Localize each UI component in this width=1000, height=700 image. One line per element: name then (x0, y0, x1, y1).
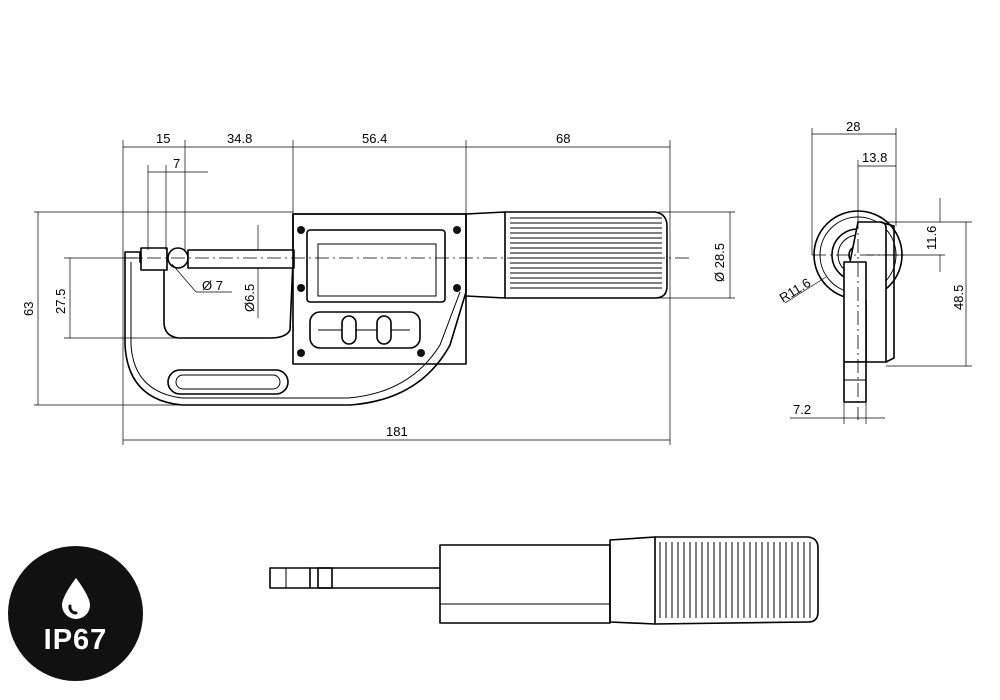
dim-56-4: 56.4 (362, 131, 387, 146)
ip-rating-label: IP67 (43, 624, 108, 656)
body-panel (292, 213, 467, 365)
thimble (505, 211, 668, 299)
dim-7: 7 (173, 156, 180, 171)
dim-dia-7: Ø 7 (202, 278, 223, 293)
ip67-badge: IP67 (8, 546, 143, 681)
dim-dia-28-5: Ø 28.5 (712, 243, 727, 282)
screw (453, 284, 461, 292)
thimble-top (654, 536, 819, 625)
body-top (439, 544, 611, 624)
dim-dia-6-5: Ø6.5 (242, 284, 257, 312)
sleeve (465, 211, 506, 299)
dim-13-8: 13.8 (862, 150, 887, 165)
button-left (341, 315, 357, 345)
dim-63: 63 (21, 302, 36, 316)
micrometer-frame (124, 213, 467, 406)
sleeve-top (609, 536, 656, 625)
anvil-top (269, 567, 311, 589)
button-right (376, 315, 392, 345)
anvil (140, 247, 168, 271)
thimble-top-knurl (659, 542, 811, 618)
frame-stem (843, 261, 867, 363)
side-view (812, 210, 905, 420)
spindle (187, 249, 295, 269)
screw (417, 349, 425, 357)
water-drop-icon (62, 578, 90, 619)
front-view (123, 211, 690, 406)
screw (297, 349, 305, 357)
anvil-side (843, 361, 867, 403)
dim-15: 15 (156, 131, 170, 146)
dim-181: 181 (386, 424, 408, 439)
button-panel (309, 311, 421, 349)
dim-34-8: 34.8 (227, 131, 252, 146)
screw (453, 226, 461, 234)
dim-48-5: 48.5 (951, 285, 966, 310)
lcd-display (306, 229, 446, 303)
dim-r11-6: R11.6 (777, 275, 814, 306)
front-dimensions: 15 34.8 56.4 68 7 63 27.5 Ø 7 Ø6.5 Ø 28.… (21, 131, 735, 445)
screw (297, 226, 305, 234)
dim-28: 28 (846, 119, 860, 134)
dim-27-5: 27.5 (53, 289, 68, 314)
dim-11-6: 11.6 (924, 226, 939, 250)
thimble-knurl (510, 217, 662, 289)
top-view (269, 536, 819, 625)
screw (297, 284, 305, 292)
frame-slot (167, 369, 289, 395)
dim-68: 68 (556, 131, 570, 146)
dim-7-2: 7.2 (793, 402, 811, 417)
